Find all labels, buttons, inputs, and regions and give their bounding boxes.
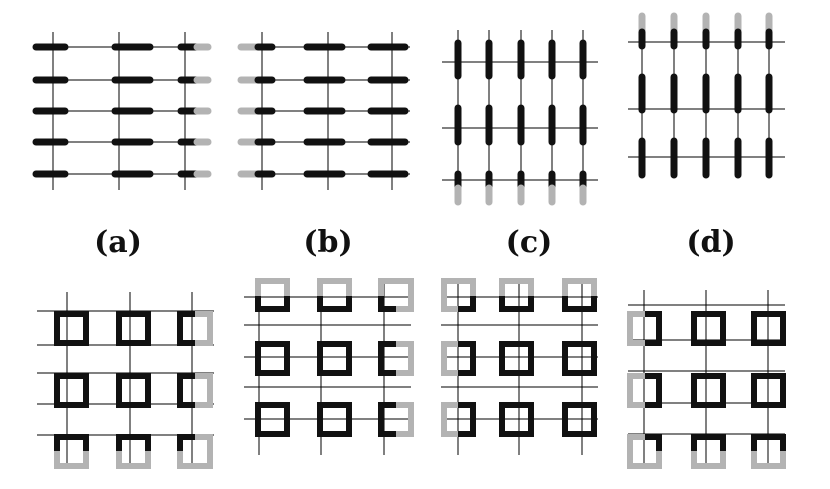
plaquette-boundary <box>195 373 213 408</box>
plaquette-active <box>458 402 476 437</box>
plaquette-boundary <box>441 341 458 376</box>
plaquette-boundary <box>396 402 414 437</box>
plaquette-active <box>562 341 597 376</box>
plaquette-active <box>499 341 534 376</box>
plaquette-boundary <box>195 311 213 346</box>
panel-h-plaquettes-left-bottom-boundary <box>627 290 786 469</box>
plaquette-active <box>116 373 151 408</box>
plaquette-active <box>317 402 352 437</box>
plaquette-boundary <box>396 341 414 376</box>
plaquette-active <box>691 434 726 451</box>
label-a: (a) <box>94 225 142 260</box>
panel-a-horizontal-dimers-right-boundary <box>32 32 212 190</box>
plaquette-boundary <box>116 451 151 469</box>
panel-e-plaquettes-right-bottom-boundary <box>37 292 214 469</box>
plaquette-boundary <box>627 311 645 346</box>
plaquette-boundary <box>627 373 645 408</box>
plaquette-boundary <box>499 278 534 296</box>
plaquette-boundary <box>751 451 786 469</box>
plaquette-boundary <box>378 278 414 312</box>
panel-g-plaquettes-left-top-boundary <box>441 278 598 455</box>
plaquette-boundary <box>54 451 89 469</box>
plaquette-active <box>177 434 195 451</box>
plaquette-active <box>255 341 290 376</box>
plaquette-active <box>645 373 662 408</box>
plaquette-boundary <box>441 402 458 437</box>
plaquette-active <box>54 311 89 346</box>
plaquette-active <box>54 373 89 408</box>
plaquette-active <box>645 311 662 346</box>
plaquette-active <box>177 373 195 408</box>
plaquette-active <box>499 402 534 437</box>
plaquette-active <box>645 434 662 451</box>
plaquette-active <box>54 434 89 451</box>
plaquette-active <box>751 373 786 408</box>
panel-f-plaquettes-right-top-boundary <box>244 278 414 455</box>
label-c: (c) <box>506 225 553 260</box>
plaquette-boundary <box>441 278 476 312</box>
plaquette-active <box>255 402 290 437</box>
plaquette-boundary <box>177 434 213 469</box>
plaquette-boundary <box>317 278 352 296</box>
plaquette-active <box>317 296 352 312</box>
plaquette-active <box>562 402 597 437</box>
plaquette-active <box>499 296 534 312</box>
plaquette-active <box>458 341 476 376</box>
plaquette-active <box>378 341 396 376</box>
plaquette-boundary <box>255 278 290 296</box>
plaquette-active <box>691 311 726 346</box>
plaquette-active <box>317 341 352 376</box>
plaquette-boundary <box>562 278 597 296</box>
plaquette-boundary <box>691 451 726 469</box>
plaquette-active <box>378 296 396 312</box>
plaquette-active <box>562 296 597 312</box>
plaquette-active <box>255 296 290 312</box>
plaquette-active <box>116 311 151 346</box>
panel-d-vertical-dimers-top-boundary <box>628 12 785 179</box>
plaquette-active <box>378 402 396 437</box>
plaquette-active <box>458 296 476 312</box>
plaquette-active <box>116 434 151 451</box>
plaquette-active <box>691 373 726 408</box>
label-b: (b) <box>303 225 352 260</box>
plaquette-active <box>177 311 195 346</box>
panel-c-vertical-dimers-bottom-boundary <box>442 30 598 206</box>
plaquette-active <box>751 311 786 346</box>
plaquette-boundary <box>627 434 662 469</box>
plaquette-active <box>751 434 786 451</box>
label-d: (d) <box>686 225 735 260</box>
panel-b-horizontal-dimers-left-boundary <box>237 32 410 190</box>
